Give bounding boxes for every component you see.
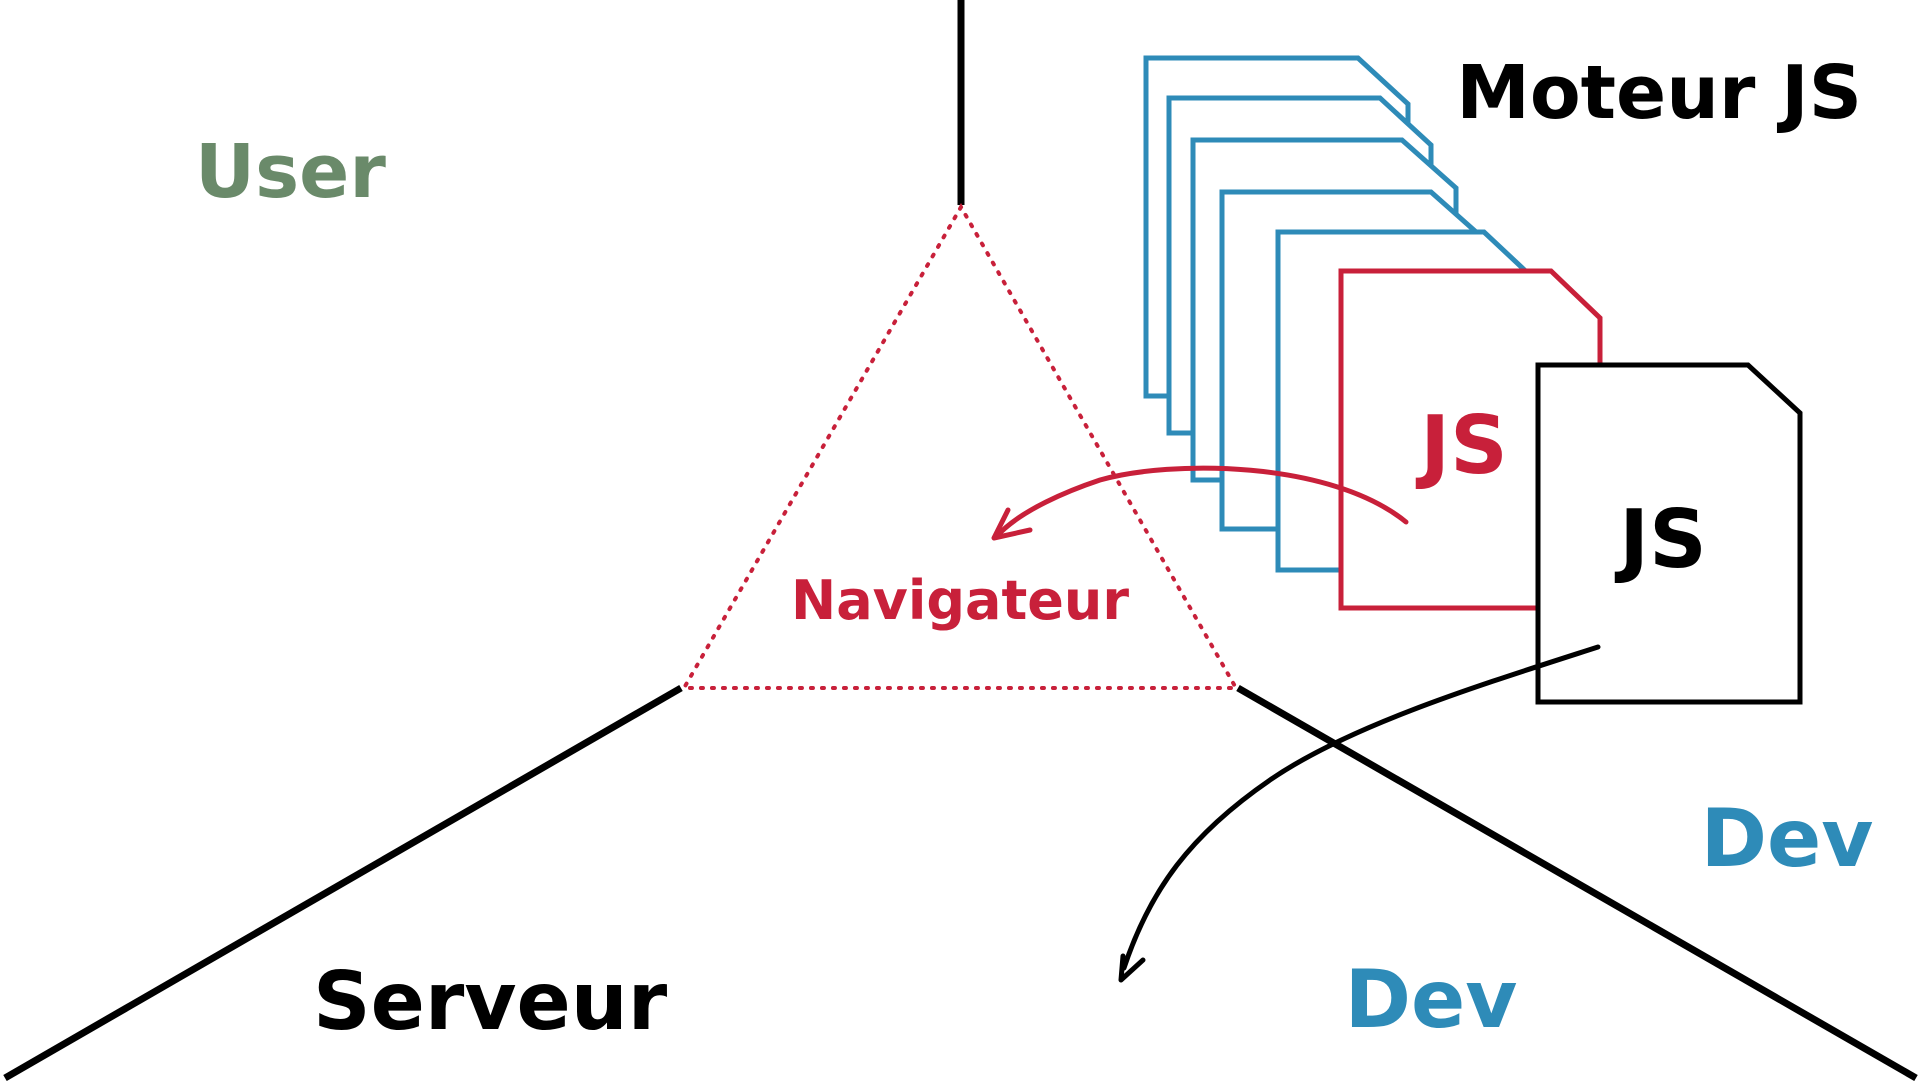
moteur-js-label: Moteur JS bbox=[1456, 50, 1862, 136]
right-divider-line bbox=[1236, 684, 1918, 1081]
dev-label-bottom: Dev bbox=[1345, 953, 1518, 1046]
user-label: User bbox=[195, 129, 386, 215]
serveur-label: Serveur bbox=[313, 955, 668, 1048]
black-js-label: JS bbox=[1614, 493, 1706, 586]
black-arrow-head bbox=[1118, 953, 1146, 983]
black-curved-arrow bbox=[1121, 644, 1601, 971]
red-curved-arrow bbox=[993, 465, 1409, 540]
red-js-label: JS bbox=[1415, 399, 1507, 492]
dev-label-right: Dev bbox=[1701, 792, 1874, 885]
navigateur-triangle bbox=[680, 202, 1240, 690]
black-js-document bbox=[1535, 362, 1803, 705]
navigateur-label: Navigateur bbox=[791, 569, 1129, 632]
left-divider-line bbox=[3, 684, 683, 1081]
red-arrow-head bbox=[991, 507, 1033, 541]
